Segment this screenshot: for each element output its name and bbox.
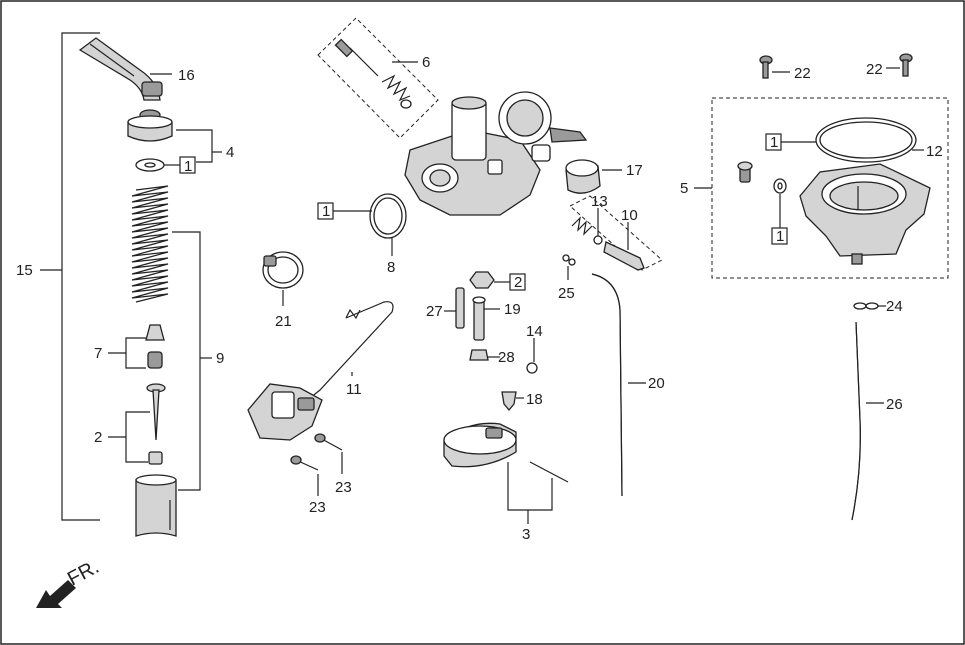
part-24-clip: [853, 302, 886, 310]
label-box-1-washer: 1: [184, 158, 192, 175]
label-23-left: 23: [309, 499, 326, 516]
label-box-1-gasket: 1: [770, 134, 778, 151]
label-4: 4: [226, 144, 234, 161]
label-27: 27: [426, 303, 443, 320]
part-23-screws: [290, 433, 343, 496]
part-25-clip: [562, 254, 576, 280]
label-2-needle: 2: [94, 429, 102, 446]
label-box-1-o-ring: 1: [322, 203, 330, 220]
part-10-adjust-screw: [569, 195, 663, 271]
label-18: 18: [526, 391, 543, 408]
label-20: 20: [648, 375, 665, 392]
label-22-left: 22: [794, 65, 811, 82]
ref-box-1-washer: [179, 156, 196, 174]
label-5: 5: [680, 180, 688, 197]
label-26: 26: [886, 396, 903, 413]
part-5-float-bowl-assembly: [694, 97, 949, 279]
ref-box-1-washer-bowl: [771, 227, 788, 245]
label-25: 25: [558, 285, 575, 302]
carburetor-body: [404, 91, 588, 216]
part-2-jet-needle: [108, 383, 166, 465]
label-23-right: 23: [335, 479, 352, 496]
label-16: 16: [178, 67, 195, 84]
label-6: 6: [422, 54, 430, 71]
label-28: 28: [498, 349, 515, 366]
part-11-choke-cable: [247, 301, 394, 441]
label-7: 7: [94, 345, 102, 362]
part-3-float: [443, 422, 569, 524]
label-10: 10: [621, 207, 638, 224]
part-21-hose-clamp: [262, 251, 304, 306]
label-9: 9: [216, 350, 224, 367]
front-direction-arrow: [36, 580, 76, 608]
part-8-o-ring: [317, 193, 407, 256]
label-15: 15: [16, 262, 33, 279]
part-4-top-cap: [127, 109, 222, 163]
part-20-drain-tube: [591, 273, 646, 497]
part-17-rubber-cap: [565, 159, 622, 194]
label-8: 8: [387, 259, 395, 276]
label-19: 19: [504, 301, 521, 318]
part-throttle-slide: [135, 474, 177, 537]
label-11: 11: [346, 381, 362, 398]
part-6-assembly: [317, 17, 439, 139]
part-7-needle-clip: [108, 324, 165, 369]
label-21: 21: [275, 313, 292, 330]
label-14: 14: [526, 323, 543, 340]
label-22-right: 22: [866, 61, 883, 78]
part-16-elbow-pipe: [78, 37, 172, 101]
label-13: 13: [591, 193, 608, 210]
part-9-spring: [131, 185, 212, 491]
label-box-1-bowl: 1: [776, 228, 784, 245]
part-14-small-o-ring: [526, 338, 538, 374]
part-22-bolts: [759, 53, 913, 79]
part-18-float-needle: [501, 391, 524, 412]
label-3: 3: [522, 526, 530, 543]
label-12: 12: [926, 143, 943, 160]
label-17: 17: [626, 162, 643, 179]
label-24: 24: [886, 298, 903, 315]
bracket-15: [40, 32, 100, 521]
part-jets: [444, 271, 526, 361]
part-26-vent-tube: [851, 321, 884, 521]
part-washer: [135, 156, 196, 174]
label-box-2: 2: [514, 274, 522, 291]
